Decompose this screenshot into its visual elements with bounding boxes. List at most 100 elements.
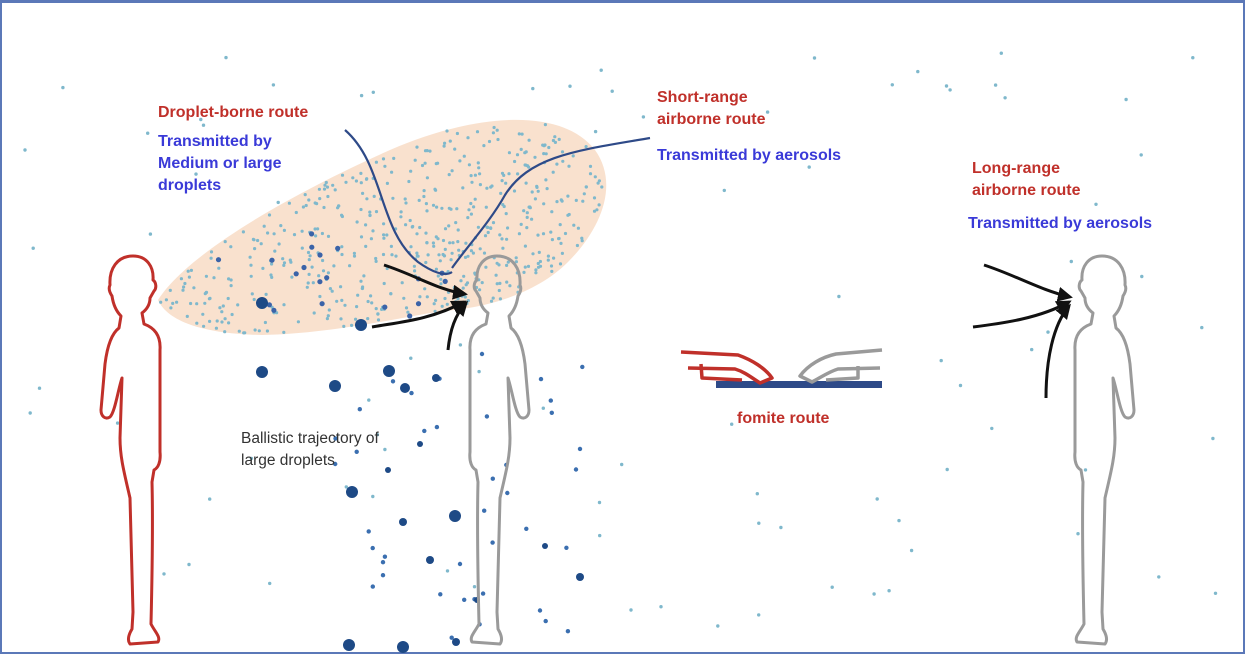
aerosol-particle (374, 257, 377, 260)
aerosol-particle (659, 605, 662, 608)
aerosol-particle (375, 210, 378, 213)
aerosol-particle (381, 573, 385, 577)
droplet-particle (271, 308, 276, 313)
aerosol-particle (457, 228, 460, 231)
aerosol-particle (332, 264, 335, 267)
aerosol-particle (427, 253, 430, 256)
aerosol-particle (381, 560, 385, 564)
aerosol-particle (341, 215, 344, 218)
aerosol-particle (382, 253, 385, 256)
aerosol-particle (945, 84, 948, 87)
aerosol-particle (415, 146, 418, 149)
aerosol-particle (61, 86, 64, 89)
aerosol-particle (217, 267, 220, 270)
aerosol-particle (442, 239, 445, 242)
aerosol-particle (356, 220, 359, 223)
aerosol-particle (360, 181, 363, 184)
aerosol-particle (505, 281, 508, 284)
aerosol-particle (574, 467, 578, 471)
aerosol-particle (288, 202, 291, 205)
aerosol-particle (1140, 153, 1143, 156)
aerosol-particle (462, 275, 465, 278)
aerosol-particle (386, 182, 389, 185)
aerosol-particle (289, 259, 292, 262)
aerosol-particle (180, 277, 183, 280)
aerosol-particle (371, 584, 375, 588)
aerosol-particle (1214, 592, 1217, 595)
aerosol-particle (598, 501, 601, 504)
aerosol-particle (504, 182, 507, 185)
aerosol-particle (470, 174, 473, 177)
droplet-transmission-label: Transmitted by Medium or large droplets (158, 131, 282, 197)
long-range-transmission-label: Transmitted by aerosols (968, 213, 1152, 235)
aerosol-particle (472, 205, 475, 208)
aerosol-particle (251, 292, 254, 295)
aerosol-particle (323, 188, 326, 191)
aerosol-particle (559, 262, 562, 265)
aerosol-particle (959, 384, 962, 387)
aerosol-particle (485, 187, 488, 190)
aerosol-particle (335, 300, 338, 303)
aerosol-particle (550, 270, 553, 273)
aerosol-particle (465, 283, 468, 286)
aerosol-particle (500, 237, 503, 240)
large-droplets (256, 297, 584, 653)
aerosol-particle (308, 258, 311, 261)
aerosol-particle (227, 277, 230, 280)
aerosol-particle (1157, 575, 1160, 578)
aerosol-particle (314, 201, 317, 204)
aerosol-particle (424, 232, 427, 235)
large-droplet (346, 486, 358, 498)
aerosol-particle (405, 306, 408, 309)
aerosol-particle (216, 319, 219, 322)
aerosol-particle (469, 202, 472, 205)
aerosol-particle (307, 251, 310, 254)
aerosol-particle (361, 287, 364, 290)
aerosol-particle (561, 160, 564, 163)
aerosol-particle (572, 224, 575, 227)
aerosol-particle (401, 281, 404, 284)
aerosol-particle (484, 234, 487, 237)
aerosol-particle (446, 569, 449, 572)
aerosol-particle (444, 227, 447, 230)
aerosol-particle (321, 232, 324, 235)
aerosol-particle (523, 151, 526, 154)
aerosol-particle (364, 245, 367, 248)
aerosol-particle (281, 257, 284, 260)
aerosol-particle (309, 254, 312, 257)
aerosol-particle (492, 131, 495, 134)
aerosol-particle (307, 281, 310, 284)
aerosol-particle (301, 230, 304, 233)
aerosol-particle (524, 527, 528, 531)
aerosol-particle (321, 259, 324, 262)
aerosol-particle (440, 207, 443, 210)
aerosol-particle (432, 204, 435, 207)
large-droplet (385, 467, 391, 473)
large-droplet (417, 441, 423, 447)
ballistic-trajectory-label: Ballistic trajectory of large droplets (241, 428, 379, 472)
aerosol-particle (344, 181, 347, 184)
aerosol-particle (513, 189, 516, 192)
aerosol-particle (516, 153, 519, 156)
aerosol-particle (578, 447, 582, 451)
aerosol-particle (547, 146, 550, 149)
aerosol-particle (227, 297, 230, 300)
aerosol-particle (528, 139, 531, 142)
aerosol-particle (187, 563, 190, 566)
aerosol-particle (328, 308, 331, 311)
aerosol-particle (32, 247, 35, 250)
aerosol-particle (169, 306, 172, 309)
droplet-particle (269, 258, 274, 263)
aerosol-particle (716, 624, 719, 627)
aerosol-particle (482, 509, 486, 513)
aerosol-particle (340, 299, 343, 302)
aerosol-particle (436, 162, 439, 165)
aerosol-particle (1000, 52, 1003, 55)
aerosol-particle (537, 190, 540, 193)
aerosol-particle (448, 241, 451, 244)
aerosol-particle (481, 591, 485, 595)
aerosol-particle (757, 522, 760, 525)
aerosol-particle (916, 70, 919, 73)
aerosol-particle (175, 301, 178, 304)
aerosol-particle (552, 257, 555, 260)
